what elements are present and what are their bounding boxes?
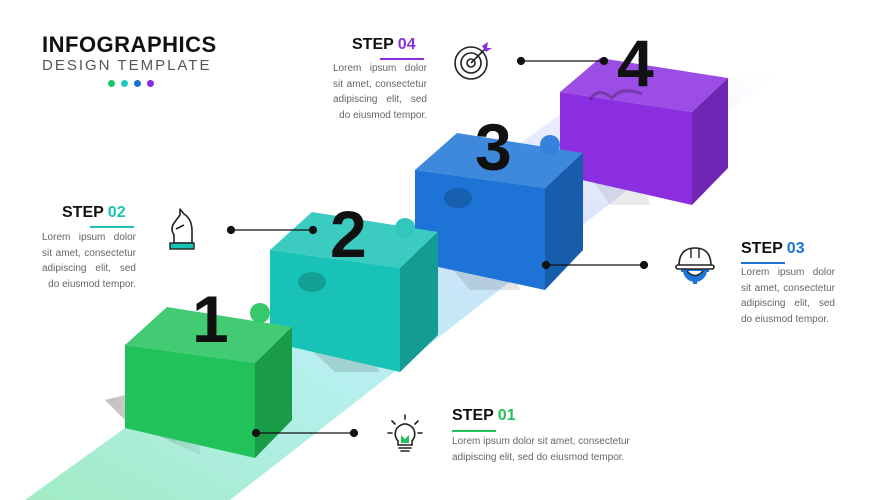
puzzle-block-2: 2: [270, 197, 438, 372]
puzzle-block-1: 1: [105, 282, 292, 458]
lightbulb-icon: [387, 414, 423, 452]
infographic-title: INFOGRAPHICS: [42, 32, 217, 57]
step-number: 03: [786, 240, 805, 257]
color-dot: [147, 80, 154, 87]
desc-line: sit amet, consectetur: [333, 78, 427, 90]
block-number-1: 1: [192, 282, 229, 356]
step-word: STEP: [62, 204, 104, 221]
desc-line: adipiscing elit, sed: [42, 263, 136, 274]
block-number-4: 4: [617, 26, 654, 100]
desc-line: adipiscing elit, sed do eiusmod tempor.: [452, 451, 625, 463]
desc-line: sit amet, consectetur: [741, 282, 835, 294]
step-04-underline: [380, 58, 424, 60]
block-number-2: 2: [330, 197, 367, 271]
desc-line: do eiusmod tempor.: [339, 109, 427, 121]
connector-lines: [226, 56, 649, 438]
puzzle-block-4: 4: [560, 26, 728, 205]
desc-line: Lorem ipsum dolor: [333, 63, 427, 74]
step-02-underline: [90, 226, 134, 228]
chess-knight-icon: [169, 208, 195, 250]
step-02-description: Lorem ipsum dolor sit amet, consectetur …: [42, 230, 136, 292]
step-number: 02: [107, 204, 126, 221]
desc-line: adipiscing elit, sed: [741, 298, 835, 309]
step-03-underline: [741, 262, 785, 264]
step-04-description: Lorem ipsum dolor sit amet, consectetur …: [333, 61, 427, 123]
puzzle-block-3: 3: [415, 110, 583, 290]
desc-line: Lorem ipsum dolor: [741, 267, 835, 278]
desc-line: do eiusmod tempor.: [48, 278, 136, 290]
step-word: STEP: [741, 240, 783, 257]
step-word: STEP: [352, 36, 394, 53]
desc-line: do eiusmod tempor.: [741, 313, 829, 325]
desc-line: sit amet, consectetur: [42, 247, 136, 259]
step-number: 04: [397, 36, 416, 53]
color-dot: [121, 80, 128, 87]
block-number-3: 3: [475, 110, 512, 184]
step-word: STEP: [452, 407, 494, 424]
target-icon: [454, 42, 492, 80]
step-03-description: Lorem ipsum dolor sit amet, consectetur …: [741, 265, 835, 327]
color-dot: [134, 80, 141, 87]
infographic-subtitle: DESIGN TEMPLATE: [42, 57, 212, 74]
desc-line: Lorem ipsum dolor sit amet, consectetur: [452, 436, 630, 447]
step-01-underline: [452, 430, 496, 432]
desc-line: Lorem ipsum dolor: [42, 232, 136, 243]
step-number: 01: [497, 407, 516, 424]
step-01-description: Lorem ipsum dolor sit amet, consectetur …: [452, 434, 642, 465]
color-dot: [108, 80, 115, 87]
hard-hat-gear-icon: [675, 247, 715, 284]
desc-line: adipiscing elit, sed: [333, 94, 427, 105]
color-dots: [108, 80, 154, 87]
